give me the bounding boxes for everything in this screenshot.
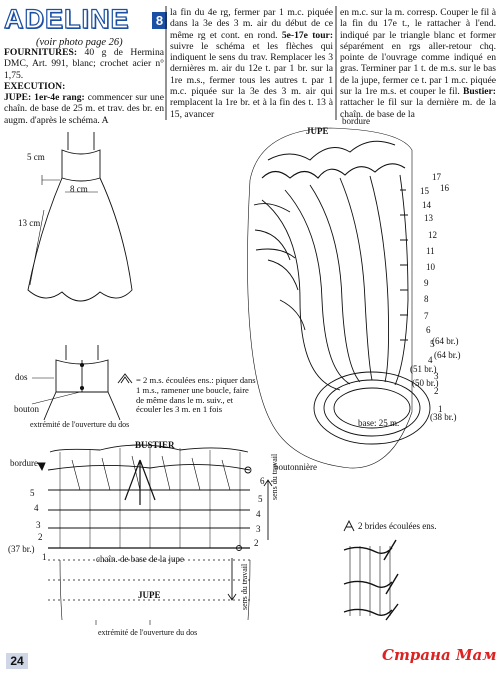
- back-view-drawing: [31, 345, 121, 421]
- jupe-row-number: 16: [440, 183, 449, 193]
- bustier-sens-label: sens du travail: [270, 453, 279, 500]
- jupe-instructions: commencer sur une chaîn. de base de 25 m…: [4, 92, 164, 126]
- dress-measure-8cm: 8 cm: [70, 184, 88, 194]
- bustier-row-right: 3: [256, 524, 261, 534]
- bustier-row-right: 6: [260, 476, 265, 486]
- legend-stitch-text: = 2 m.s. écoulées ens.: piquer dans 1 m.…: [136, 375, 256, 415]
- back-caption: extrémité de l'ouverture du dos: [30, 420, 130, 429]
- col3-start-text: en m.c. sur la m. corresp. Couper le fil…: [340, 7, 496, 98]
- bustier-bordure-label: bordure: [10, 458, 38, 468]
- bustier-caption: extrémité de l'ouverture du dos: [98, 628, 198, 637]
- jupe-row-number: 8: [424, 294, 429, 304]
- bustier-crochet-diagram: [37, 444, 273, 625]
- jupe-row-number: 1: [438, 404, 443, 414]
- bustier-row-left: 1: [42, 552, 47, 562]
- jupe-crochet-diagram: [247, 127, 431, 469]
- jupe-row-number: 4: [428, 355, 433, 365]
- bustier-row-left: 2: [38, 532, 43, 542]
- jupe-stitch-count: (64 br.): [434, 350, 461, 360]
- jupe-stitch-count: (64 br.): [432, 336, 459, 346]
- jupe-rows-label: JUPE: 1er-4e rang:: [4, 92, 85, 104]
- stitch-symbol-icon: [117, 373, 133, 384]
- bustier-37br-label: (37 br.): [8, 544, 35, 554]
- bustier-row-right: 4: [256, 509, 261, 519]
- bustier-label: Bustier:: [462, 86, 496, 98]
- jupe-diagram-title: JUPE: [306, 126, 329, 136]
- jupe-stitch-count: (50 br.): [412, 378, 439, 388]
- jupe-row-number: 6: [426, 325, 431, 335]
- pattern-title: ADELINE: [3, 4, 130, 34]
- bustier-row-right: 5: [258, 494, 263, 504]
- jupe-row-number: 11: [426, 246, 435, 256]
- jupe-base-label: base: 25 m.: [358, 418, 400, 428]
- fournitures-label: FOURNITURES:: [4, 47, 78, 58]
- bustier-row-left: 5: [30, 488, 35, 498]
- jupe-stitch-count: (38 br.): [430, 412, 457, 422]
- pattern-number-badge: 8: [152, 12, 167, 29]
- jupe-row-number: 17: [432, 172, 441, 182]
- double-treble-symbol-icon: [343, 519, 355, 532]
- work-direction-arrow: [227, 558, 237, 601]
- back-dos-label: dos: [15, 372, 28, 382]
- jupe-row-number: 15: [420, 186, 429, 196]
- title-block: ADELINE 8: [3, 4, 167, 34]
- dress-measure-13cm: 13 cm: [18, 218, 41, 228]
- bustier-boutonniere-label: boutonnière: [274, 462, 317, 472]
- tour-label: 5e-17e tour:: [281, 29, 334, 41]
- crochet-technique-illustration: [343, 539, 399, 621]
- col2-rest-text: suivre le schéma et les flèches qui indi…: [170, 40, 333, 120]
- bustier-diagram-title: BUSTIER: [135, 440, 175, 450]
- bustier-row-left: 3: [36, 520, 41, 530]
- jupe-bordure-label: bordure: [342, 116, 370, 126]
- col3-rest-text: rattacher le fil sur la dernière m. de l…: [340, 97, 496, 120]
- instructions-column-1: FOURNITURES: 40 g de Hermina DMC, Art. 9…: [4, 47, 164, 126]
- photo-reference: (voir photo page 26): [36, 37, 123, 48]
- dress-measure-5cm: 5 cm: [27, 152, 45, 162]
- bustier-row-left: 4: [34, 503, 39, 513]
- jupe-row-number: 12: [428, 230, 437, 240]
- jupe-row-number: 2: [434, 386, 439, 396]
- fournitures-text: 40 g de Hermina DMC, Art. 991, blanc; cr…: [4, 47, 164, 81]
- jupe-stitch-count: (51 br.): [410, 364, 437, 374]
- jupe-row-number: 14: [422, 200, 431, 210]
- bustier-chain-label: chaîn. de base de la jupe: [96, 554, 184, 564]
- jupe-row-number: 3: [434, 371, 439, 381]
- jupe-row-number: 9: [424, 278, 429, 288]
- bustier-jupe-label: JUPE: [138, 590, 161, 600]
- col2-start-text: la fin du 4e rg, fermer par 1 m.c. piqué…: [170, 7, 333, 41]
- dress-silhouette: [27, 132, 133, 302]
- work-direction-arrow: [263, 479, 273, 540]
- instructions-column-2: la fin du 4e rg, fermer par 1 m.c. piqué…: [170, 7, 333, 120]
- jupe-row-number: 5: [430, 339, 435, 349]
- bustier-sens2-label: sens du travail: [240, 563, 249, 610]
- jupe-row-number: 10: [426, 262, 435, 272]
- bustier-row-right: 2: [254, 538, 259, 548]
- execution-label: EXECUTION:: [4, 80, 66, 92]
- jupe-row-number: 7: [424, 311, 429, 321]
- instructions-column-3: en m.c. sur la m. corresp. Couper le fil…: [340, 7, 496, 120]
- site-watermark: Страна Мам: [382, 646, 497, 664]
- jupe-row-number: 13: [424, 213, 433, 223]
- page-number: 24: [6, 653, 28, 669]
- back-bouton-label: bouton: [14, 404, 40, 414]
- legend-double-treble-text: 2 brides écoulées ens.: [358, 521, 437, 531]
